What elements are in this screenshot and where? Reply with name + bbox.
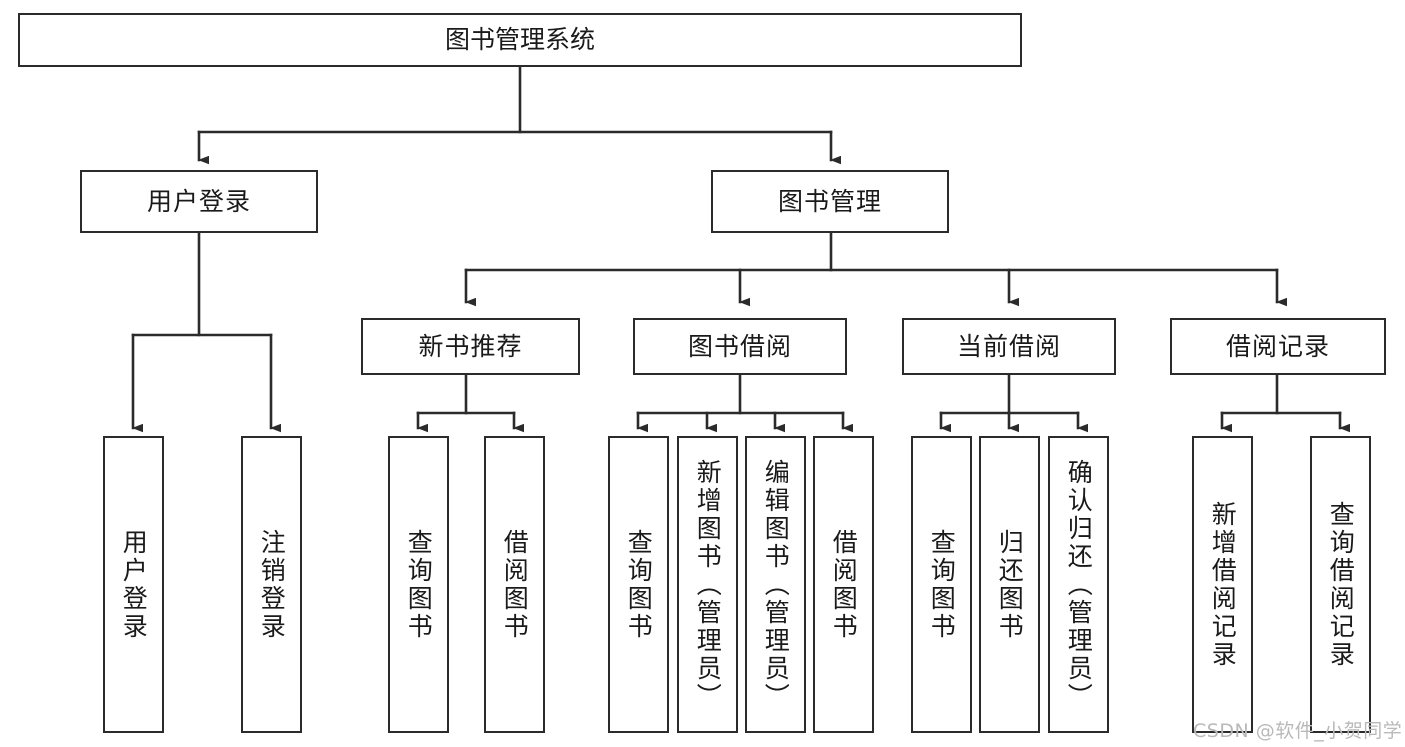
node-label: 图书管理 xyxy=(777,186,882,216)
leaf-confirm-return-admin[interactable]: 确认归还（管理员） xyxy=(1048,436,1109,733)
node-label: 查询图书 xyxy=(927,528,957,641)
leaf-borrow-book-newbook[interactable]: 借阅图书 xyxy=(484,436,545,733)
node-label: 确认归还（管理员） xyxy=(1064,458,1094,711)
node-label: 注销登录 xyxy=(257,528,287,641)
node-label: 用户登录 xyxy=(146,186,251,216)
node-label: 借阅记录 xyxy=(1225,331,1330,361)
leaf-query-borrow-record[interactable]: 查询借阅记录 xyxy=(1310,436,1371,733)
node-label: 查询借阅记录 xyxy=(1326,500,1356,669)
node-user-login[interactable]: 用户登录 xyxy=(80,170,318,233)
node-label: 归还图书 xyxy=(995,528,1025,641)
node-label: 当前借阅 xyxy=(956,331,1061,361)
leaf-edit-book-admin[interactable]: 编辑图书（管理员） xyxy=(745,436,806,733)
node-label: 图书管理系统 xyxy=(444,25,595,55)
leaf-add-book-admin[interactable]: 新增图书（管理员） xyxy=(677,436,738,733)
leaf-query-book-current[interactable]: 查询图书 xyxy=(911,436,972,733)
leaf-add-borrow-record[interactable]: 新增借阅记录 xyxy=(1192,436,1253,733)
node-book-management[interactable]: 图书管理 xyxy=(711,170,949,233)
node-label: 借阅图书 xyxy=(829,528,859,641)
node-root-library-system[interactable]: 图书管理系统 xyxy=(18,13,1022,67)
leaf-borrow-book[interactable]: 借阅图书 xyxy=(813,436,874,733)
csdn-watermark: CSDN @软件_小贺同学 xyxy=(1193,720,1403,742)
leaf-query-book-newbook[interactable]: 查询图书 xyxy=(388,436,449,733)
leaf-user-login[interactable]: 用户登录 xyxy=(103,436,164,733)
node-label: 查询图书 xyxy=(624,528,654,641)
node-label: 用户登录 xyxy=(119,528,149,641)
node-label: 新增图书（管理员） xyxy=(693,458,723,711)
node-label: 查询图书 xyxy=(404,528,434,641)
leaf-return-book[interactable]: 归还图书 xyxy=(979,436,1040,733)
node-label: 图书借阅 xyxy=(687,331,792,361)
node-borrow-record[interactable]: 借阅记录 xyxy=(1170,318,1386,375)
leaf-user-logout[interactable]: 注销登录 xyxy=(241,436,302,733)
node-label: 新增借阅记录 xyxy=(1208,500,1238,669)
node-label: 编辑图书（管理员） xyxy=(761,458,791,711)
node-book-borrow[interactable]: 图书借阅 xyxy=(633,318,847,375)
node-label: 新书推荐 xyxy=(418,331,523,361)
leaf-query-book-borrow[interactable]: 查询图书 xyxy=(608,436,669,733)
node-new-book-recommend[interactable]: 新书推荐 xyxy=(361,318,580,375)
node-label: 借阅图书 xyxy=(500,528,530,641)
node-current-borrow[interactable]: 当前借阅 xyxy=(902,318,1116,375)
